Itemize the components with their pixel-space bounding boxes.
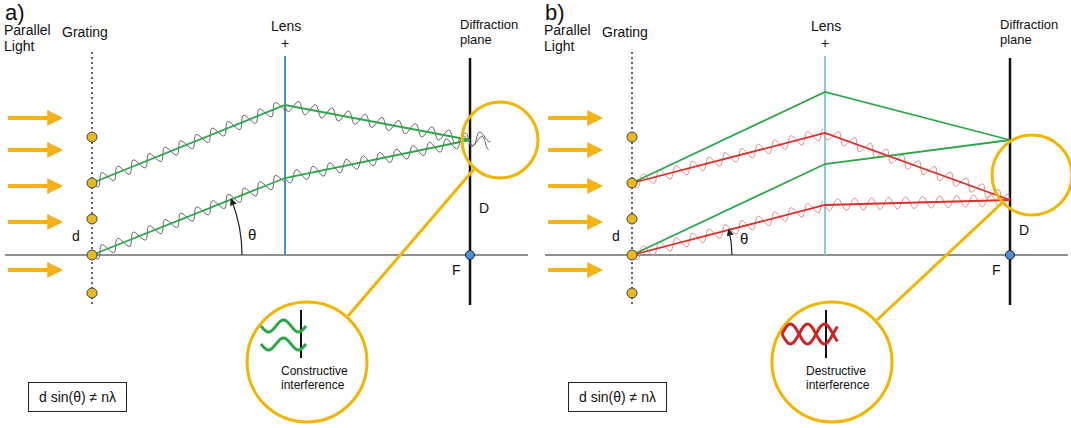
plane-label: Diffraction plane — [460, 18, 530, 48]
green-ray — [92, 105, 470, 183]
callout-text: Constructive interference — [281, 364, 357, 393]
green-ray — [632, 92, 1010, 183]
zoom-circle — [462, 102, 538, 178]
light-arrow — [548, 268, 600, 272]
angle-arc — [231, 199, 242, 255]
green-ray — [632, 140, 1010, 255]
grating-slit — [87, 178, 97, 188]
formula-box: d sin(θ) ≠ nλ — [28, 382, 127, 412]
formula-text: d sin(θ) ≠ nλ — [39, 389, 116, 405]
grating-slit — [627, 250, 637, 260]
red-ray — [632, 133, 1010, 200]
light-arrow — [548, 148, 600, 152]
angle-label: θ — [740, 230, 748, 247]
callout-circle: Destructive interference — [770, 300, 894, 424]
plane-mark — [825, 310, 827, 358]
grating-slit — [87, 250, 97, 260]
grating-label: Grating — [602, 24, 648, 40]
optical-axis — [545, 254, 1068, 255]
grating-slit — [627, 178, 637, 188]
grating-slit — [627, 214, 637, 224]
angle-arc — [729, 230, 732, 255]
optical-axis — [5, 254, 528, 255]
light-arrow — [8, 184, 60, 188]
light-label: Parallel Light — [544, 22, 600, 54]
grating-slit — [87, 214, 97, 224]
light-arrow — [8, 220, 60, 224]
grating-label: Grating — [62, 24, 108, 40]
zoom-leader — [877, 202, 1003, 320]
light-arrow — [8, 268, 60, 272]
lens-label: Lens — [271, 18, 301, 34]
light-arrow — [548, 220, 600, 224]
spacing-label: d — [72, 228, 80, 244]
light-label: Parallel Light — [4, 22, 60, 54]
zoom-leader — [348, 168, 475, 316]
lens-label: Lens — [811, 18, 841, 34]
panel-letter: a) — [5, 0, 25, 25]
lens-line — [284, 56, 286, 255]
distance-label: D — [1019, 222, 1029, 238]
callout-circle: Constructive interference — [245, 300, 369, 424]
grating-slit — [627, 288, 637, 298]
lens-sign: + — [281, 35, 289, 51]
lens-sign: + — [821, 35, 829, 51]
wave-sample — [782, 324, 838, 344]
callout-outline — [245, 300, 369, 424]
spacing-label: d — [612, 228, 620, 244]
light-arrow — [548, 184, 600, 188]
panel-art — [5, 52, 538, 316]
angle-label: θ — [248, 226, 256, 243]
callout-text: Destructive interference — [806, 364, 882, 393]
grating-slit — [87, 132, 97, 142]
grating-slit — [627, 132, 637, 142]
wave-sample — [261, 320, 306, 332]
callout-outline — [770, 300, 894, 424]
focus-label: F — [992, 262, 1001, 278]
diffraction-plane — [469, 58, 472, 305]
light-arrow — [8, 148, 60, 152]
focal-point — [466, 251, 475, 260]
plane-label: Diffraction plane — [1000, 18, 1070, 48]
grating-slit — [87, 288, 97, 298]
distance-label: D — [479, 200, 489, 216]
panel-art — [545, 52, 1071, 320]
wave-sample — [782, 324, 838, 344]
wave-sample — [261, 338, 306, 350]
formula-box: d sin(θ) ≠ nλ — [568, 382, 667, 412]
formula-text: d sin(θ) ≠ nλ — [579, 389, 656, 405]
diffraction-plane — [1009, 58, 1012, 305]
panel-letter: b) — [545, 0, 565, 25]
lens-line — [824, 56, 826, 255]
light-arrow — [548, 116, 600, 120]
focus-label: F — [452, 262, 461, 278]
light-arrow — [8, 116, 60, 120]
focal-point — [1006, 251, 1015, 260]
